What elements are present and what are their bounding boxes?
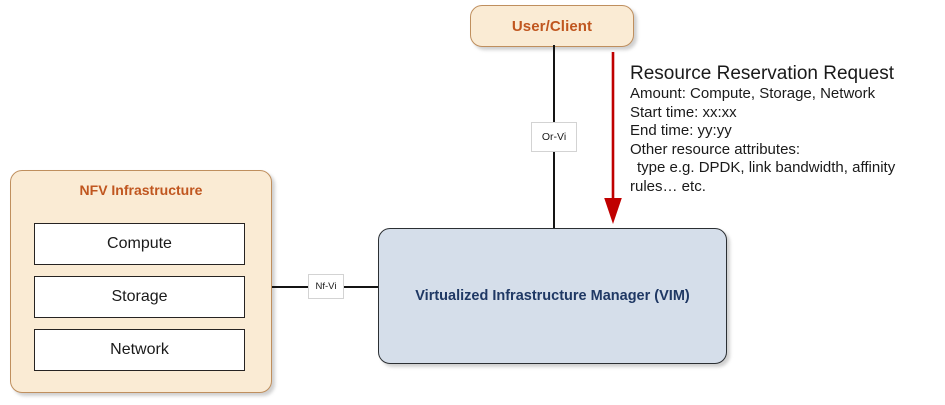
nfv-resource-storage-label: Storage — [111, 288, 168, 305]
user-client-label: User/Client — [511, 17, 593, 35]
resource-reservation-request-arrow — [604, 52, 622, 224]
node-vim[interactable]: Virtualized Infrastructure Manager (VIM) — [378, 228, 727, 364]
request-annotation-line-other-attributes: Other resource attributes: — [630, 140, 801, 158]
nfv-resource-network-label: Network — [110, 341, 169, 358]
node-user-client[interactable]: User/Client — [470, 5, 634, 47]
request-arrow-head — [604, 198, 622, 224]
request-annotation-line-amount: Amount: Compute, Storage, Network — [630, 85, 876, 102]
request-annotation-line-start-time: Start time: xx:xx — [630, 103, 737, 121]
request-annotation-line-rules: rules… etc. — [630, 177, 706, 195]
interface-label-or-vi: Or-Vi — [531, 122, 577, 152]
request-annotation-line-end-time: End time: yy:yy — [630, 122, 732, 139]
vim-label: Virtualized Infrastructure Manager (VIM) — [415, 288, 690, 304]
request-annotation: Resource Reservation Request Amount: Com… — [630, 62, 942, 196]
nfv-infrastructure-title: NFV Infrastructure — [79, 182, 203, 198]
nfv-resource-storage[interactable]: Storage — [34, 276, 245, 318]
nfv-resource-compute[interactable]: Compute — [34, 223, 245, 265]
node-nfv-infrastructure[interactable]: NFV Infrastructure Compute Storage Netwo… — [10, 170, 272, 393]
request-annotation-title: Resource Reservation Request — [630, 63, 895, 84]
nf-vi-text: Nf-Vi — [315, 281, 337, 292]
interface-label-nf-vi: Nf-Vi — [308, 274, 344, 299]
nfv-resource-compute-label: Compute — [107, 235, 172, 252]
request-annotation-line-type: type e.g. DPDK, link bandwidth, affinity — [637, 159, 896, 176]
or-vi-text: Or-Vi — [541, 131, 567, 143]
nfv-resource-network[interactable]: Network — [34, 329, 245, 371]
